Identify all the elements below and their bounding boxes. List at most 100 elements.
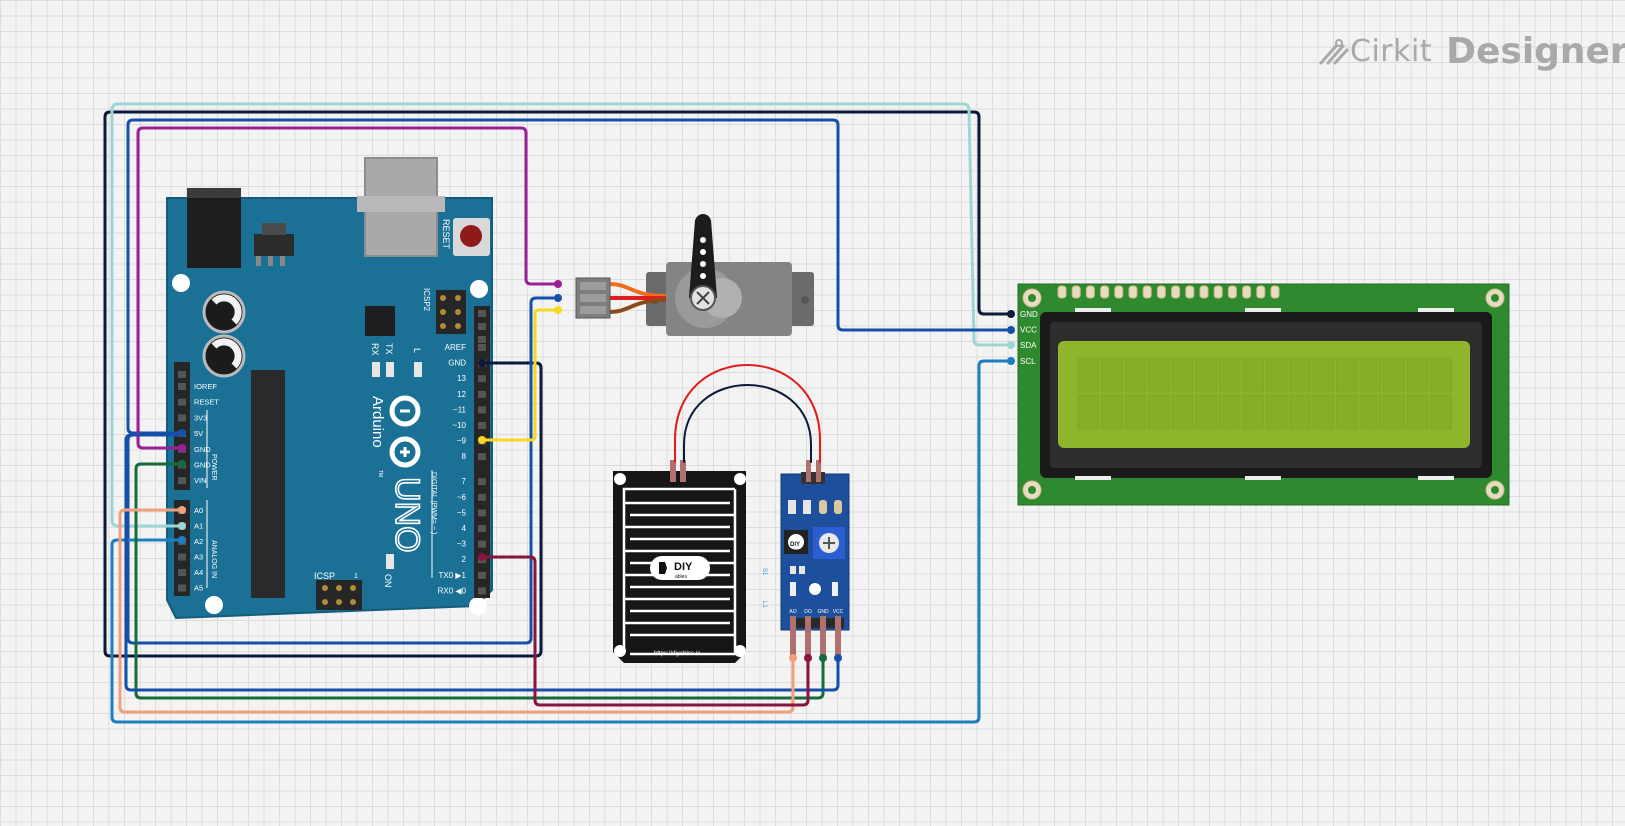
- wire-navy-probe: [683, 384, 812, 463]
- digital-pin[interactable]: [478, 344, 486, 351]
- lcd-char-cell: [1430, 357, 1452, 393]
- model-label: UNO: [388, 477, 426, 553]
- wire-lightblue-sda: [110, 102, 1013, 528]
- digital-pin-label: 8: [462, 452, 467, 461]
- header-pin[interactable]: [478, 323, 486, 330]
- lcd-char-cell: [1101, 357, 1123, 393]
- power-pin-label: VIN: [194, 476, 207, 485]
- power-pin-label: RESET: [194, 398, 219, 407]
- wires: [103, 102, 1013, 724]
- icsp-label: ICSP: [314, 571, 335, 581]
- lcd-header-pin: [1171, 285, 1181, 299]
- lcd-char-cell: [1195, 357, 1217, 393]
- tm-label: TM: [377, 470, 383, 477]
- lcd-char-cell: [1312, 394, 1335, 430]
- power-pin[interactable]: [178, 371, 186, 378]
- lcd-pin-label: GND: [1020, 310, 1038, 319]
- lcd-char-cell: [1359, 357, 1382, 393]
- wire-endpoints: [178, 280, 1015, 662]
- wire-maroon-d2: [480, 555, 810, 707]
- rain-logo-sub: ables: [675, 574, 687, 580]
- digital-pin-label: ~5: [457, 508, 467, 517]
- power-label: POWER: [210, 454, 217, 480]
- module-pin-label: DO: [804, 609, 812, 615]
- lcd-char-cell: [1077, 394, 1100, 430]
- lcd-char-cell: [1148, 394, 1170, 430]
- analog-pin[interactable]: [178, 584, 186, 592]
- module-pin-label: AO: [789, 609, 796, 615]
- brand-name: Cirkit: [1350, 33, 1433, 69]
- digital-pin-label: ~3: [457, 540, 467, 549]
- brand-label: Arduino: [369, 396, 386, 448]
- power-pin[interactable]: [178, 477, 186, 485]
- wire-purple-servo-gnd: [136, 126, 560, 450]
- digital-pin[interactable]: [478, 422, 486, 429]
- wire-red-probe: [674, 364, 821, 463]
- lcd-char-cell: [1430, 394, 1452, 430]
- servo-motor[interactable]: [575, 214, 814, 336]
- digital-pin-label: ~10: [452, 421, 466, 430]
- brand-product: Designer: [1446, 30, 1625, 72]
- digital-pin[interactable]: [478, 375, 486, 383]
- lcd-char-cell: [1336, 357, 1358, 393]
- lcd-char-cell: [1383, 394, 1405, 430]
- rain-url: https://diyables.io: [654, 651, 701, 657]
- module-pin[interactable]: [790, 616, 796, 658]
- lcd-header-pin: [1100, 285, 1110, 299]
- digital-pin[interactable]: [478, 587, 486, 595]
- lcd-char-cell: [1336, 394, 1358, 430]
- digital-pin[interactable]: [478, 493, 486, 501]
- analog-pin[interactable]: [178, 569, 186, 576]
- power-pin[interactable]: [178, 414, 186, 422]
- digital-pin-label: AREF: [445, 343, 466, 352]
- lcd-header-pin: [1242, 285, 1252, 299]
- tx-label: TX: [384, 343, 394, 355]
- analog-pin[interactable]: [178, 553, 186, 561]
- module-pin[interactable]: [820, 616, 826, 658]
- header-pin[interactable]: [478, 336, 486, 343]
- lcd-pin-label: VCC: [1020, 326, 1037, 335]
- l-label: L: [412, 348, 422, 353]
- digital-pin-label: 2: [462, 555, 467, 564]
- lcd-char-cell: [1312, 357, 1335, 393]
- lcd-char-cell: [1406, 357, 1429, 393]
- lcd-pin-label: SDA: [1020, 341, 1037, 350]
- wire-salmon-a0: [118, 508, 795, 714]
- capacitor-1: [202, 290, 246, 334]
- arduino-logo-icon: [389, 395, 421, 468]
- lcd-header-pin: [1270, 285, 1280, 299]
- lcd-char-cell: [1148, 357, 1170, 393]
- module-pin[interactable]: [835, 616, 841, 658]
- power-pin[interactable]: [178, 383, 186, 390]
- digital-label: DIGITAL (PWM= ~ ): [430, 472, 437, 534]
- digital-pin[interactable]: [478, 540, 486, 548]
- analog-pin-label: A4: [194, 568, 203, 577]
- digital-pin[interactable]: [478, 390, 486, 398]
- lcd-char-cell: [1171, 394, 1194, 430]
- digital-pin[interactable]: [478, 525, 486, 532]
- digital-pin[interactable]: [478, 509, 486, 517]
- analog-label: ANALOG IN: [210, 540, 217, 578]
- lcd-header-pin: [1213, 285, 1223, 299]
- rain-sensor-plate[interactable]: DIY ables https://diyables.io: [613, 460, 746, 663]
- analog-pin-label: A2: [194, 537, 203, 546]
- digital-pin[interactable]: [478, 571, 486, 579]
- module-pin[interactable]: [805, 616, 811, 658]
- lcd-screen: [1058, 341, 1470, 448]
- lcd-char-cell: [1242, 394, 1264, 430]
- cirkit-designer-brand: Cirkit Designer: [1318, 26, 1625, 76]
- analog-pin-label: A5: [194, 584, 203, 593]
- arduino-uno-board[interactable]: RESET ICSP2 TX RX L Arduino TM UNO ON DI…: [166, 157, 493, 620]
- power-pin[interactable]: [178, 398, 186, 406]
- module-logo-main: DIY: [790, 542, 800, 548]
- lcd-header-pin: [1071, 285, 1081, 299]
- module-pin-label: GND: [817, 609, 829, 615]
- digital-pin[interactable]: [478, 406, 486, 414]
- header-pin[interactable]: [478, 310, 486, 317]
- digital-pin-label: ~11: [453, 405, 467, 414]
- digital-pin[interactable]: [478, 453, 486, 461]
- lcd-header-pin: [1185, 285, 1195, 299]
- digital-pin[interactable]: [478, 478, 486, 486]
